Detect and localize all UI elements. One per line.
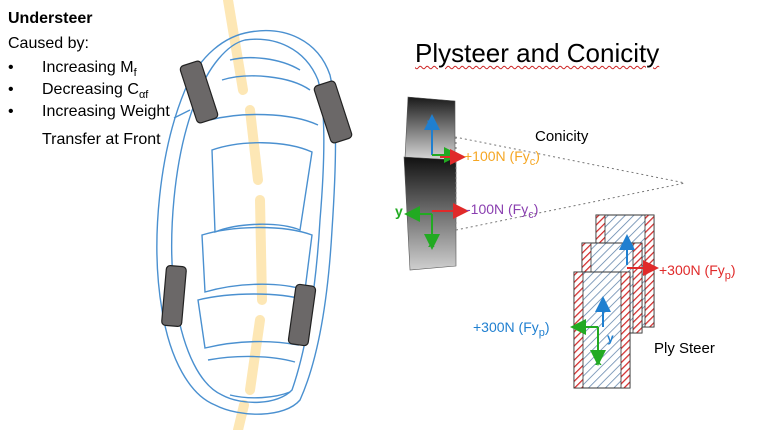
conicity-tire <box>403 96 686 271</box>
conicity-axis-y-top: y <box>427 116 434 130</box>
conicity-axis-y: y <box>395 203 403 219</box>
plysteer-axis-x: x <box>595 354 602 368</box>
cause-item: Increasing Mf <box>8 58 170 80</box>
conicity-force-top: +100N (Fyc) <box>464 148 540 168</box>
cause-item: Increasing Weight <box>8 102 170 124</box>
conicity-label: Conicity <box>535 128 589 145</box>
main-title: Plysteer and Conicity <box>415 38 660 68</box>
caused-by-label: Caused by: <box>8 35 89 52</box>
front-left-tire <box>179 60 219 124</box>
rear-left-tire <box>161 264 187 328</box>
plysteer-axis-y: y <box>607 331 614 345</box>
lane-dashes <box>223 0 267 430</box>
conicity-force-bottom: -100N (Fyc) <box>466 201 539 221</box>
plysteer-force-left: +300N (Fyp) <box>473 319 550 339</box>
cause-item-continuation: Transfer at Front <box>42 131 161 148</box>
plysteer-label: Ply Steer <box>654 340 715 357</box>
conicity-axis-x: x <box>428 236 435 250</box>
plysteer-force-right: +300N (Fyp) <box>659 262 736 282</box>
plysteer-tire-front <box>570 271 631 389</box>
cause-item: Decreasing Cαf <box>8 80 170 102</box>
front-right-tire <box>313 80 353 144</box>
car-tires <box>161 60 353 347</box>
rear-right-tire <box>287 283 317 347</box>
understeer-title: Understeer <box>8 10 93 27</box>
understeer-causes: Increasing Mf Decreasing Cαf Increasing … <box>8 58 170 124</box>
